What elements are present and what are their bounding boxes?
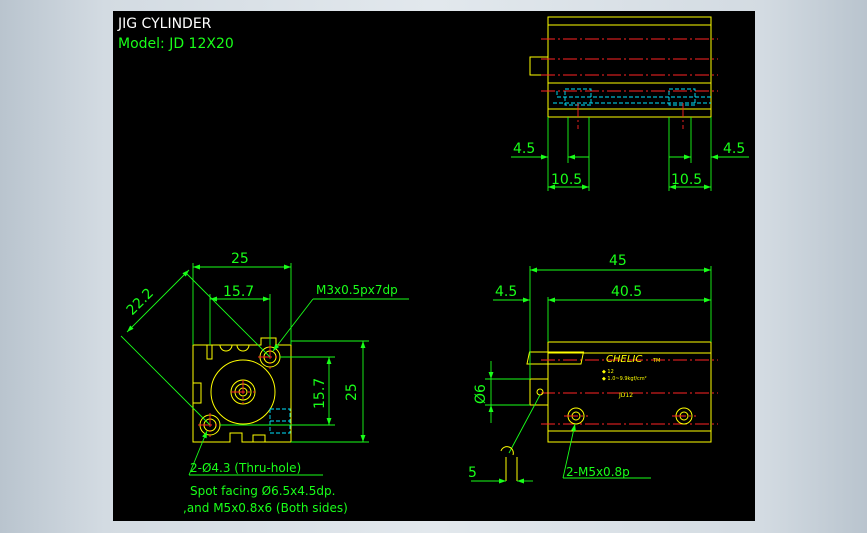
top-body-outline xyxy=(547,16,712,84)
front-dim-width: 25 xyxy=(231,251,249,267)
title-line1: JIG CYLINDER xyxy=(117,16,212,32)
front-dim-inner-width: 15.7 xyxy=(223,284,254,300)
front-note-hole-1: 2-Ø4.3 (Thru-hole) xyxy=(190,461,301,475)
top-hidden-line-1 xyxy=(556,91,713,98)
top-hidden-pocket-right xyxy=(668,88,696,106)
drawing-svg: JIG CYLINDER Model: JD 12X20 4.5 4.5 xyxy=(117,16,749,515)
top-dim-left-span: 10.5 xyxy=(551,172,582,188)
top-dim-left-offset: 4.5 xyxy=(513,141,535,157)
front-body-outline xyxy=(192,337,292,443)
side-dim-body: 40.5 xyxy=(611,284,642,300)
side-rod-end xyxy=(529,378,549,406)
side-view: CHELIC TM ◆ 12 ◆ 1.0~9.9kgf/cm² JD12 45 … xyxy=(468,253,718,484)
side-label-line2: ◆ 1.0~9.9kgf/cm² xyxy=(602,376,647,382)
top-view: 4.5 4.5 10.5 10.5 xyxy=(511,16,749,191)
top-dim-right-span: 10.5 xyxy=(671,172,702,188)
front-note-tap: M3x0.5px7dp xyxy=(316,283,398,297)
front-note-hole-2: Spot facing Ø6.5x4.5dp. xyxy=(190,484,335,498)
side-note-port: 2-M5x0.8p xyxy=(566,465,630,479)
side-label-brand-suffix: TM xyxy=(652,358,660,364)
top-base-outline xyxy=(547,82,712,118)
front-bore-outer xyxy=(210,359,276,425)
side-label-model: JD12 xyxy=(618,392,633,399)
top-dim-right-offset: 4.5 xyxy=(723,141,745,157)
top-rod-end xyxy=(529,56,549,76)
front-dim-diagonal: 22.2 xyxy=(124,285,157,318)
cad-drawing-canvas[interactable]: JIG CYLINDER Model: JD 12X20 4.5 4.5 xyxy=(113,11,755,521)
front-dim-inner-height: 15.7 xyxy=(312,378,328,409)
title-line2: Model: JD 12X20 xyxy=(118,36,234,52)
side-dim-length: 45 xyxy=(609,253,627,269)
side-label-brand: CHELIC xyxy=(606,354,642,365)
side-dim-offset: 4.5 xyxy=(495,284,517,300)
side-rod-detail xyxy=(500,446,514,456)
side-dim-rod-len: 5 xyxy=(468,465,477,481)
side-brand-label: CHELIC TM ◆ 12 ◆ 1.0~9.9kgf/cm² JD12 xyxy=(526,351,660,399)
front-top-slot-1 xyxy=(219,344,233,352)
front-top-slot-2 xyxy=(236,344,250,352)
side-label-line1: ◆ 12 xyxy=(602,369,614,375)
front-view: 25 15.7 22.2 25 15.7 M3x0.5px7dp 2-Ø4.3 … xyxy=(120,251,409,515)
front-note-hole-3: ,and M5x0.8x6 (Both sides) xyxy=(183,501,348,515)
front-dim-height: 25 xyxy=(344,383,360,401)
side-dim-rod-dia: Ø6 xyxy=(473,384,489,404)
